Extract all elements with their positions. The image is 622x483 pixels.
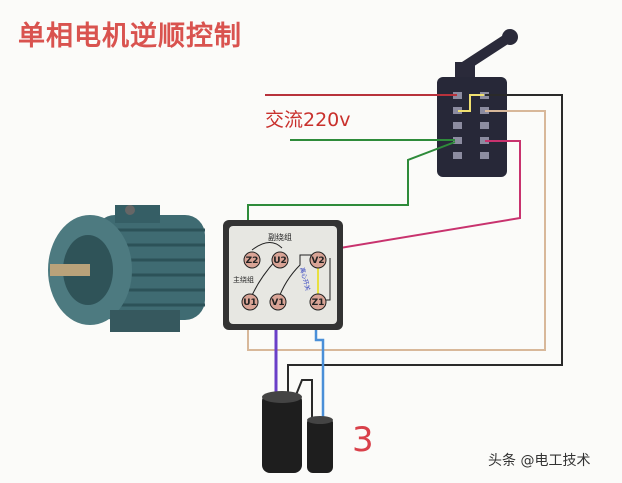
wire-cap-link <box>295 379 313 420</box>
capacitors <box>262 391 333 473</box>
terminal-u1: U1 <box>243 298 257 308</box>
diagram-title: 单相电机逆顺控制 <box>18 21 242 52</box>
wire-pink <box>279 140 521 259</box>
figure-number: 3 <box>352 420 374 460</box>
terminal-u2: U2 <box>273 256 287 266</box>
terminal-z1: Z1 <box>312 298 325 308</box>
supply-label: 交流220v <box>265 109 351 131</box>
watermark: 头条 @电工技术 <box>488 453 591 469</box>
wire-black <box>287 94 563 395</box>
main-winding-label: 主绕组 <box>233 275 254 284</box>
terminal-v2: V2 <box>311 256 324 266</box>
terminal-v1: V1 <box>271 298 284 308</box>
reversing-switch <box>437 29 518 177</box>
aux-winding-label: 副绕组 <box>268 232 292 242</box>
terminal-z2: Z2 <box>246 256 259 266</box>
wire-beige <box>247 110 546 351</box>
motor-image <box>48 205 205 332</box>
